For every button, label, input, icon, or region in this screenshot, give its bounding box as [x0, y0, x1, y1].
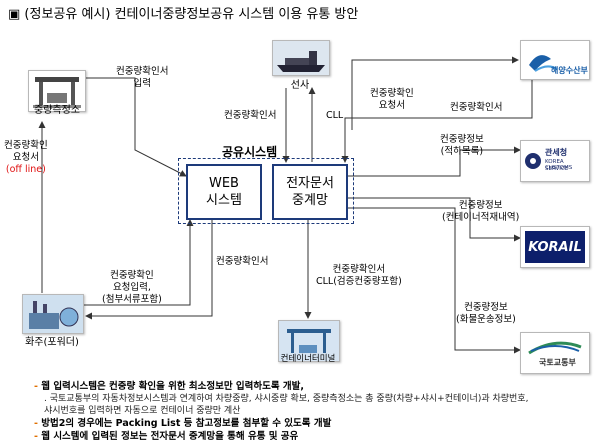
factory-icon	[23, 295, 83, 333]
note-5: - 웹 시스템에 입력된 정보는 전자문서 중계망을 통해 유통 및 공유	[34, 431, 299, 442]
carrier-cert-label: 컨중량확인서	[224, 110, 277, 121]
arrow-mof-to-edi	[341, 80, 533, 163]
mof-node: 해양수산부	[520, 40, 590, 80]
arrow-web-to-shipper	[85, 220, 213, 320]
customs-node: 관세청 KOREA CUSTOMS SERVICE	[520, 140, 590, 182]
arrow-edi-to-mof	[351, 56, 519, 130]
weigh-station-icon	[33, 77, 81, 108]
molit-label: 국토교통부	[539, 358, 576, 367]
web-line1: WEB	[208, 176, 239, 191]
korail-logo: KORAIL	[525, 231, 585, 263]
page-title: ▣ (정보공유 예시) 컨테이너중량정보공유 시스템 이용 유통 방안	[8, 7, 359, 22]
molit-logo-icon	[528, 341, 582, 355]
note-2: . 국토교통부의 자동차정보시스템과 연계하여 차량중량, 샤시중량 확보, 중…	[44, 394, 529, 404]
web-line2: 시스템	[206, 193, 242, 208]
customs-info-label: 컨중량정보(적하목록)	[440, 134, 484, 157]
carrier-node	[272, 40, 330, 76]
shipper-label: 화주(포워더)	[25, 337, 79, 348]
korail-node: KORAIL	[520, 226, 590, 268]
mof-cert-label: 컨중량확인서	[450, 102, 503, 113]
customs-label-en1: KOREA CUSTOMS	[545, 159, 573, 171]
shipper-node	[22, 294, 84, 334]
arrow-shipper-to-web	[80, 219, 194, 306]
edi-line2: 중계망	[292, 193, 328, 208]
terminal-label: 컨테이너터미널	[280, 354, 336, 364]
note-1: - 웹 입력시스템은 컨중량 확인을 위한 최소정보만 입력하도록 개발,	[34, 381, 305, 392]
arrow-edi-to-molit	[346, 207, 521, 354]
korail-info-label: 컨중량정보(컨테이너적재내역)	[442, 200, 520, 223]
terminal-node	[278, 320, 340, 362]
system-boundary	[178, 158, 354, 224]
mof-logo-icon	[529, 55, 558, 72]
customs-logo-icon	[525, 153, 541, 169]
arrow-edi-to-customs	[346, 146, 521, 177]
web-system-box: WEB 시스템	[186, 164, 262, 220]
mof-label: 해양수산부	[551, 66, 588, 75]
system-caption: 공유시스템	[222, 145, 278, 159]
note-4: - 방법2의 경우에는 Packing List 등 참고정보를 첨부할 수 있…	[34, 418, 332, 429]
terminal-crane-icon	[279, 321, 339, 361]
ship-icon	[273, 41, 329, 75]
cll-label: CLL	[326, 110, 344, 121]
edi-line1: 전자문서	[286, 176, 334, 191]
customs-label-en2: SERVICE	[545, 166, 569, 172]
web-to-shipper-label: 컨중량확인서	[216, 256, 269, 267]
weigh-station-node	[28, 70, 86, 112]
carrier-label: 선사	[290, 80, 310, 91]
customs-label: 관세청	[545, 148, 568, 157]
note-3: 샤시번호를 입력하면 자동으로 컨테이너 중량만 계산	[44, 406, 241, 416]
weigh-station-label: 중량측정소	[34, 105, 80, 116]
molit-info-label: 컨중량정보(화물운송정보)	[456, 302, 516, 325]
arrow-edi-to-korail	[346, 197, 521, 242]
molit-node: 국토교통부	[520, 332, 590, 374]
